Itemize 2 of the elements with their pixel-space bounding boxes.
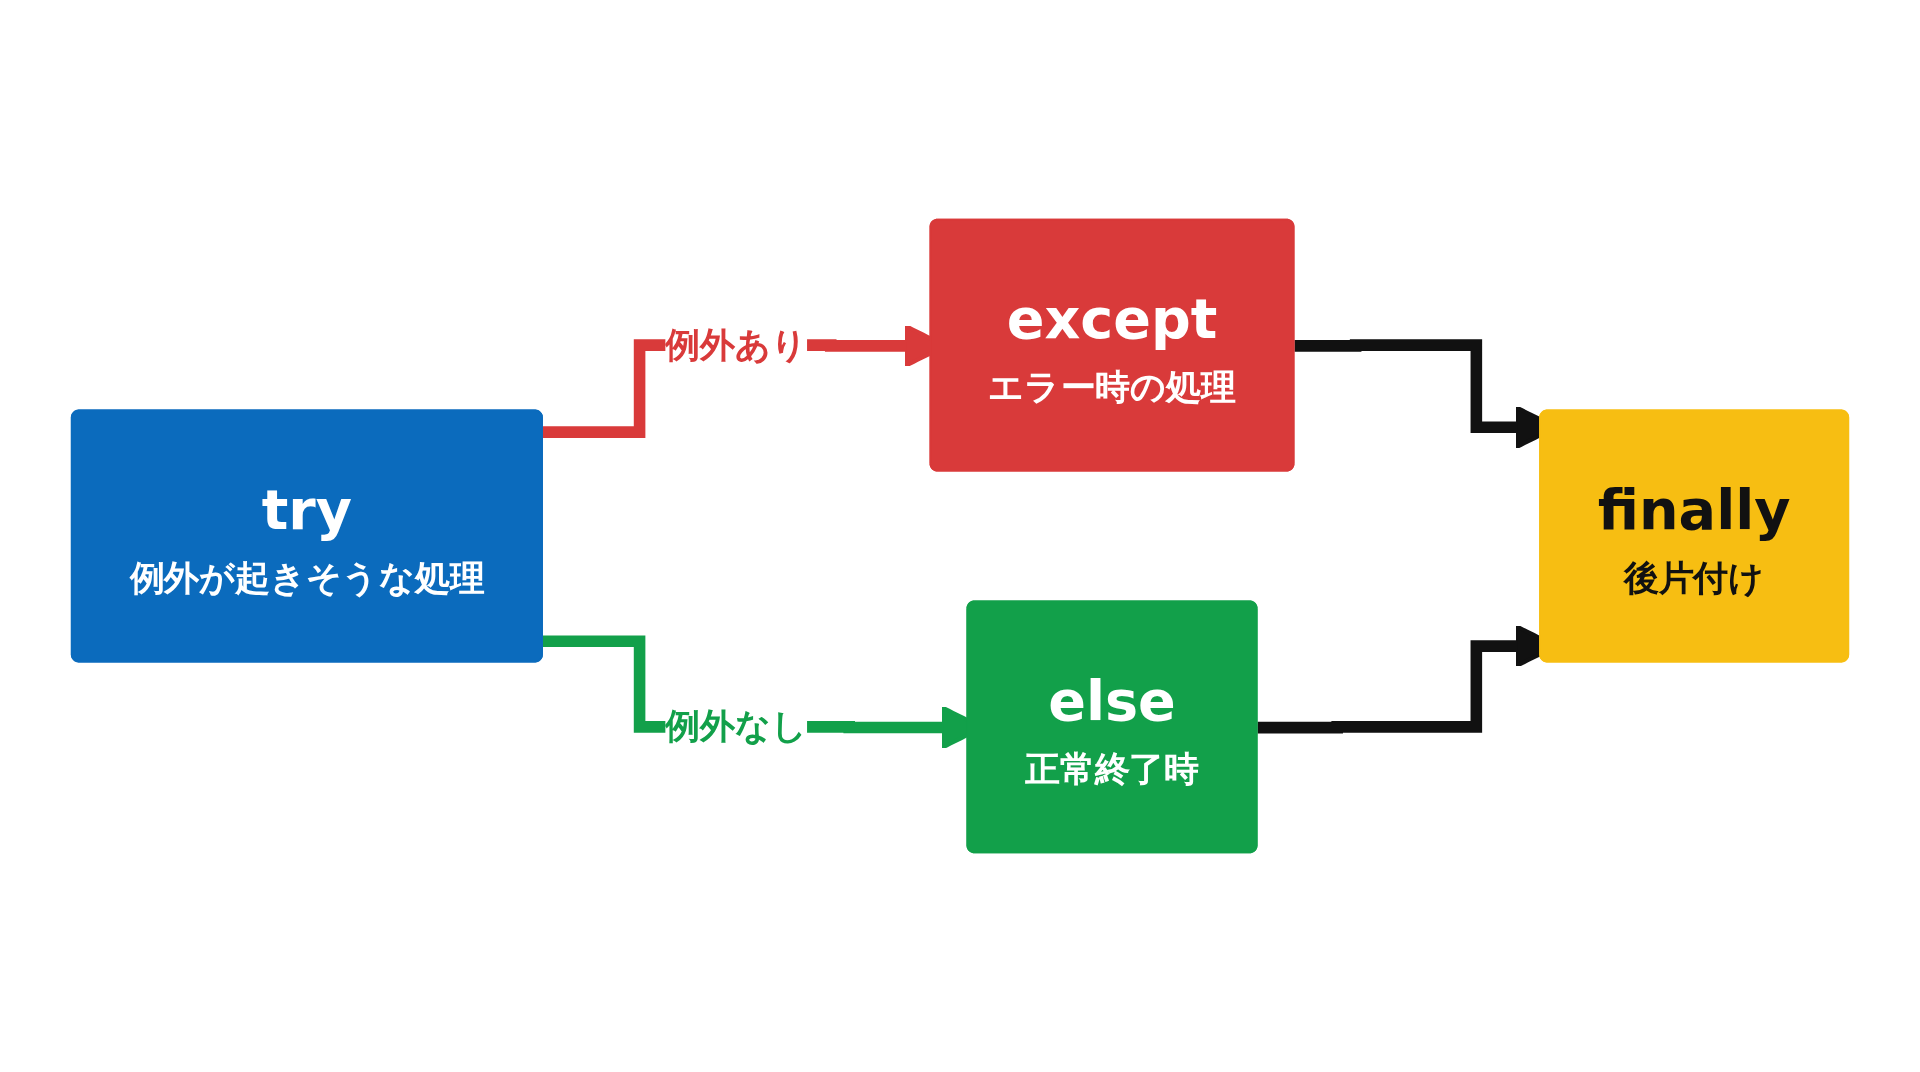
edge-label: 例外なし	[665, 706, 808, 748]
edge-label: 例外あり	[665, 324, 808, 366]
